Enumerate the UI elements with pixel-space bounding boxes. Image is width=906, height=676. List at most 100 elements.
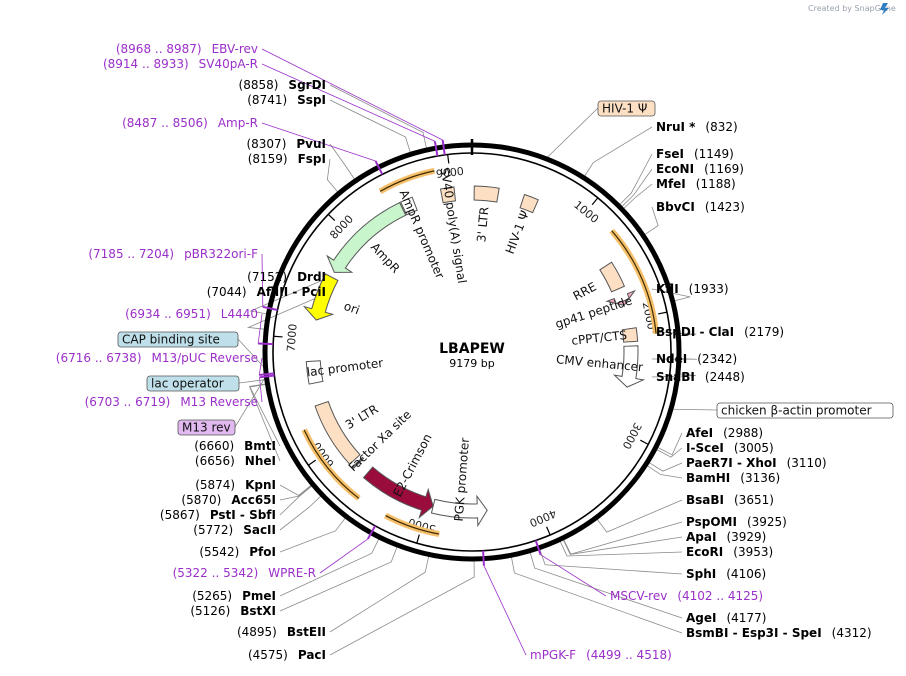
site-sacii[interactable]: (5772)SacII [193,523,276,537]
site-agei[interactable]: AgeI(4177) [686,611,766,625]
tag-label-cap[interactable]: CAP binding site [122,333,220,347]
site-pfoi[interactable]: (5542)PfoI [199,545,276,559]
site-bsteii[interactable]: (4895)BstEII [237,625,326,639]
primer-m13-reverse[interactable]: (6703 .. 6719)M13 Reverse [85,395,258,409]
tick-mark [327,213,336,222]
site-apai[interactable]: ApaI(3929) [686,530,766,544]
site-bbvci[interactable]: BbvCI(1423) [656,200,745,214]
site-kfli[interactable]: KflI(1933) [656,282,729,296]
feature-ltr3[interactable] [314,400,361,465]
site-pvui[interactable]: (8307)PvuI [246,137,326,151]
tag-label-chicken[interactable]: chicken β-actin promoter [721,404,872,418]
feature-pgk[interactable] [430,494,488,528]
site-afei[interactable]: AfeI(2988) [686,426,763,440]
site-mfei[interactable]: MfeI(1188) [656,177,736,191]
primer-leader [257,313,263,344]
site-snabi[interactable]: SnaBI(2448) [656,370,745,384]
site-sgrdi[interactable]: (8858)SgrDI [239,78,326,92]
site-sphi[interactable]: SphI(4106) [686,567,766,581]
feature-tags[interactable]: HIV-1 Ψ chicken β-actin promoter CAP bindi… [117,100,894,436]
site-leader [329,84,427,149]
site-leader [539,549,683,575]
outer-arrow-core [379,170,435,192]
tag-label-m13rev[interactable]: M13 rev [182,421,231,435]
feature-rre[interactable] [599,261,626,293]
feature-cppt[interactable] [621,327,639,343]
restriction-site-labels[interactable]: NruI *(832) FseI(1149)EcoNI(1169)MfeI(118… [160,78,872,662]
feature-ampr[interactable] [326,201,407,273]
feature-label-ltr5: 3' LTR [474,206,491,243]
site-leader [279,485,312,516]
site-bstxi[interactable]: (5126)BstXI [190,604,276,618]
primer-mark [259,374,275,379]
primer-labels[interactable]: (8968 .. 8987)EBV-rev(8914 .. 8933)SV40p… [56,42,763,662]
tag-leader [234,378,266,428]
feature-ltr5[interactable] [473,185,500,203]
feature-crimson[interactable] [362,466,434,519]
primer-l4440[interactable]: (6934 .. 6951)L4440 [125,307,258,321]
site-pspomi[interactable]: PspOMI(3925) [686,515,787,529]
tick-mark [640,439,649,445]
site-leader [651,373,696,378]
site-bsabi[interactable]: BsaBI(3651) [686,493,774,507]
site-nrui[interactable]: NruI *(832) [656,120,738,134]
feature-gp41[interactable] [605,289,637,306]
site-econi[interactable]: EcoNI(1169) [656,162,744,176]
primer-mpgk-f[interactable]: mPGK-F(4499 .. 4518) [530,648,672,662]
site-leader [329,143,355,180]
site-kpni[interactable]: (5874)KpnI [195,478,276,492]
tag-label-lacop[interactable]: lac operator [151,377,224,391]
primer-wpre-r[interactable]: (5322 .. 5342)WPRE-R [173,566,316,580]
tag-label-hiv1[interactable]: HIV-1 Ψ [602,102,647,116]
site-leader [656,447,683,458]
feature-lacprom[interactable] [305,360,324,385]
site-leader [326,158,338,193]
snapgene-logo-icon [880,3,889,15]
feature-cmv[interactable] [612,345,646,388]
feature-ori[interactable] [302,273,339,321]
primer-amp-r[interactable]: (8487 .. 8506)Amp-R [122,116,258,130]
site-bspdi-clai[interactable]: BspDI - ClaI(2179) [656,325,784,339]
site-bamhi[interactable]: BamHI(3136) [686,471,780,485]
site-i-scei[interactable]: I-SceI(3005) [686,441,774,455]
primer-sv40pa-r[interactable]: (8914 .. 8933)SV40pA-R [103,57,258,71]
site-leader [529,552,683,619]
site-nhei[interactable]: (6656)NheI [195,454,276,468]
site-leader [647,465,683,479]
primer-ebv-rev[interactable]: (8968 .. 8987)EBV-rev [116,42,258,56]
site-psti-sbfi[interactable]: (5867)PstI - SbfI [160,508,276,522]
site-drdi[interactable]: (7152)DrdI [247,270,326,284]
tick-mark [273,335,283,338]
primer-mscv-rev[interactable]: MSCV-rev(4102 .. 4125) [610,589,763,603]
feature-sv40pa[interactable] [439,186,457,204]
feature-label-hiv: HIV-1 Ψ [503,209,532,256]
feature-amprprom[interactable] [399,196,418,216]
tick-label: 7000 [284,323,299,352]
site-ecori[interactable]: EcoRI(3953) [686,545,773,559]
site-afliii-pcii[interactable]: (7044)AflIII - PciI [207,285,326,299]
primer-m13-puc-reverse[interactable]: (6716 .. 6738)M13/pUC Reverse [56,351,258,365]
site-fsei[interactable]: FseI(1149) [656,147,734,161]
primer-leader [258,357,263,376]
site-paci[interactable]: (4575)PacI [248,648,326,662]
site-bsmbi-esp3i-spei[interactable]: BsmBI - Esp3I - SpeI(4312) [686,626,872,640]
site-leader [279,484,312,496]
outer-feature-arrows [301,167,660,538]
tick-mark [546,526,551,536]
feature-factorxa[interactable] [351,456,365,470]
site-paer7i-xhoi[interactable]: PaeR7I - XhoI(3110) [686,456,827,470]
site-ndei[interactable]: NdeI(2342) [656,352,737,366]
outer-arrow-core [611,230,657,334]
site-leader [619,153,653,205]
site-sspi[interactable]: (8741)SspI [247,93,326,107]
site-bmti[interactable]: (6660)BmtI [194,439,276,453]
site-pmei[interactable]: (5265)PmeI [192,589,276,603]
feature-hiv[interactable] [519,193,539,214]
primer-pbr322ori-f[interactable]: (7185 .. 7204)pBR322ori-F [88,247,258,261]
site-leader [329,99,411,153]
tick-mark [591,197,599,206]
tick-label: 4000 [527,507,558,530]
site-fspi[interactable]: (8159)FspI [248,152,326,166]
site-acc65i[interactable]: (5870)Acc65I [181,493,276,507]
site-leader [329,556,430,633]
